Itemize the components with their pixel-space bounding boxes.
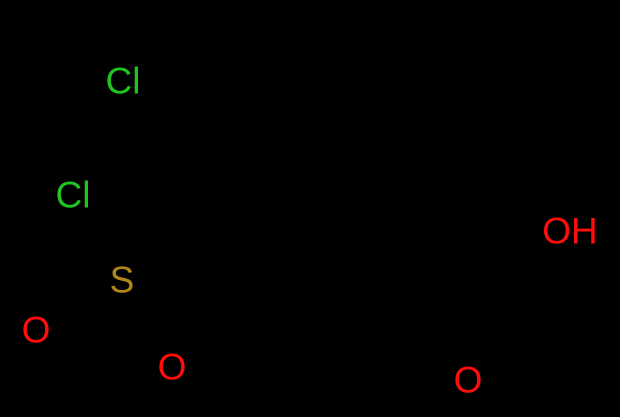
atom-label-sulfonyl-oxygen-1: O xyxy=(21,309,51,351)
atom-label-sulfonyl-oxygen-2: O xyxy=(157,346,187,388)
atom-label-chlorine-1: Cl xyxy=(105,60,141,102)
atom-label-sulfur: S xyxy=(109,259,135,301)
atom-label-hydroxyl: OH xyxy=(542,210,598,252)
atom-label-chlorine-2: Cl xyxy=(55,174,91,216)
atom-label-carbonyl-oxygen: O xyxy=(453,359,483,401)
